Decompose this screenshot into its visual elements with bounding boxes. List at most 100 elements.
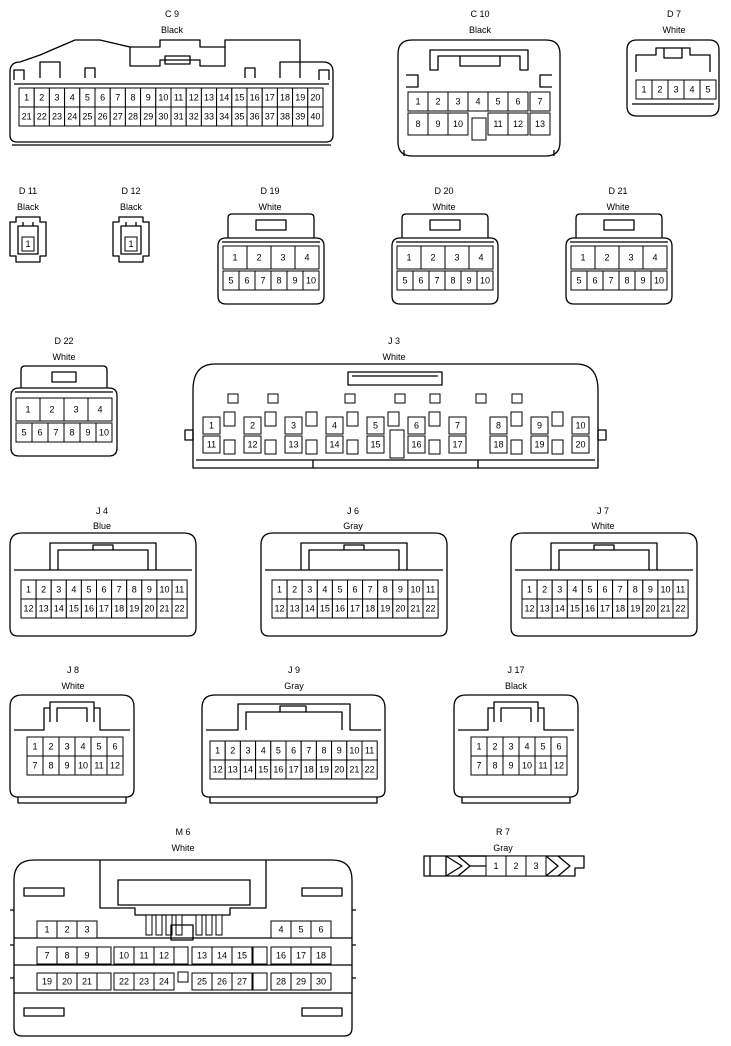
c10-pin: 6 bbox=[507, 91, 529, 112]
r7-pin: 3 bbox=[525, 855, 547, 877]
pin-number: 21 bbox=[349, 765, 359, 775]
pin-number: 1 bbox=[24, 93, 29, 103]
j4-pin: 12 bbox=[20, 598, 37, 619]
m6-pin: 22 bbox=[113, 972, 135, 991]
j9-pin: 22 bbox=[361, 759, 378, 780]
j6-pin: 9 bbox=[392, 579, 409, 600]
pin-number: 22 bbox=[365, 765, 375, 775]
pin-number: 9 bbox=[466, 276, 471, 286]
j8-pin: 10 bbox=[74, 755, 92, 776]
pin-number: 4 bbox=[261, 746, 266, 756]
c9-pin: 4 bbox=[64, 87, 81, 108]
j17-pin: 2 bbox=[486, 736, 504, 757]
pin-number: 9 bbox=[398, 585, 403, 595]
j3-cavity bbox=[223, 439, 236, 455]
pin-number: 5 bbox=[373, 421, 378, 431]
pin-number: 5 bbox=[587, 585, 592, 595]
d20-pin: 2 bbox=[420, 245, 446, 270]
pin-number: 5 bbox=[576, 276, 581, 286]
j4-pin: 19 bbox=[126, 598, 143, 619]
j8-pin: 5 bbox=[90, 736, 108, 757]
j17-latch-frame bbox=[493, 701, 539, 722]
d22-pin: 2 bbox=[39, 397, 65, 422]
pin-number: 2 bbox=[513, 861, 518, 871]
c9-pin: 7 bbox=[109, 87, 126, 108]
pin-number: 15 bbox=[237, 951, 247, 961]
pin-number: 22 bbox=[37, 112, 47, 122]
pin-number: 11 bbox=[538, 761, 547, 771]
pin-number: 1 bbox=[232, 253, 237, 263]
pin-number: 10 bbox=[119, 951, 129, 961]
pin-number: 15 bbox=[570, 604, 580, 614]
d11-pin: 1 bbox=[21, 236, 35, 252]
m6-center-cavity bbox=[177, 971, 189, 983]
c9-pin: 10 bbox=[155, 87, 172, 108]
pin-number: 9 bbox=[64, 761, 69, 771]
pin-number: 22 bbox=[119, 977, 129, 987]
pin-number: 25 bbox=[197, 977, 207, 987]
m6-latch-post bbox=[155, 914, 163, 936]
m6-pin: 21 bbox=[76, 972, 98, 991]
j3-pin: 3 bbox=[284, 416, 303, 435]
pin-number: 6 bbox=[603, 585, 608, 595]
j8-pin: 7 bbox=[26, 755, 44, 776]
d20-housing bbox=[391, 237, 499, 305]
pin-number: 1 bbox=[406, 253, 411, 263]
j6-pin: 8 bbox=[377, 579, 394, 600]
pin-box bbox=[468, 245, 494, 270]
j6-pin: 22 bbox=[422, 598, 439, 619]
j3-pin: 19 bbox=[530, 435, 549, 454]
j6-pin: 15 bbox=[316, 598, 333, 619]
c9-pin: 3 bbox=[48, 87, 66, 108]
j17-pin: 1 bbox=[470, 736, 488, 757]
d21-pin: 6 bbox=[586, 270, 604, 291]
pin-number: 2 bbox=[542, 585, 547, 595]
d7-pin: 1 bbox=[635, 79, 653, 100]
d19-pin: 5 bbox=[222, 270, 240, 291]
j4-housing bbox=[9, 532, 197, 637]
d7-latch bbox=[635, 47, 711, 72]
pin-box bbox=[106, 755, 124, 776]
j4-pin: 6 bbox=[96, 579, 113, 600]
j6-pin: 13 bbox=[286, 598, 303, 619]
j6-housing bbox=[260, 532, 448, 637]
pin-number: 6 bbox=[418, 276, 423, 286]
pin-box bbox=[243, 416, 262, 435]
m6-pin: 6 bbox=[310, 920, 332, 939]
d19-pin: 7 bbox=[254, 270, 272, 291]
pin-number: 21 bbox=[410, 604, 420, 614]
d20-pin: 9 bbox=[460, 270, 478, 291]
j8-pin: 8 bbox=[42, 755, 60, 776]
pin-box bbox=[310, 920, 332, 939]
j17-housing bbox=[453, 694, 579, 798]
j4-pin: 22 bbox=[171, 598, 188, 619]
c10-pin: 8 bbox=[407, 112, 429, 136]
pin-number: 16 bbox=[250, 93, 260, 103]
j9-pin: 12 bbox=[209, 759, 226, 780]
pin-box bbox=[366, 435, 385, 454]
pin-number: 5 bbox=[228, 276, 233, 286]
pin-number: 14 bbox=[329, 440, 339, 450]
pin-number: 4 bbox=[524, 742, 529, 752]
pin-number: 10 bbox=[78, 761, 88, 771]
pin-number: 13 bbox=[39, 604, 49, 614]
d22-pin: 5 bbox=[15, 422, 33, 443]
j17-pin: 12 bbox=[550, 755, 568, 776]
d22-pin: 3 bbox=[63, 397, 89, 422]
r7-zigzag-left bbox=[445, 855, 486, 877]
pin-number: 13 bbox=[540, 604, 550, 614]
pin-number: 4 bbox=[652, 253, 657, 263]
pin-number: 12 bbox=[24, 604, 34, 614]
m6-pin: 12 bbox=[153, 946, 175, 965]
j7-pin: 16 bbox=[581, 598, 599, 619]
j7-pin: 3 bbox=[551, 579, 568, 600]
pin-number: 21 bbox=[22, 112, 32, 122]
j4-pin: 13 bbox=[35, 598, 52, 619]
j9-pin: 21 bbox=[346, 759, 363, 780]
pin-number: 3 bbox=[73, 405, 78, 415]
m6-pin: 29 bbox=[290, 972, 312, 991]
m6-pin: 26 bbox=[211, 972, 233, 991]
pin-number: 13 bbox=[228, 765, 238, 775]
pin-number: 8 bbox=[450, 276, 455, 286]
j17-pin: 4 bbox=[518, 736, 536, 757]
